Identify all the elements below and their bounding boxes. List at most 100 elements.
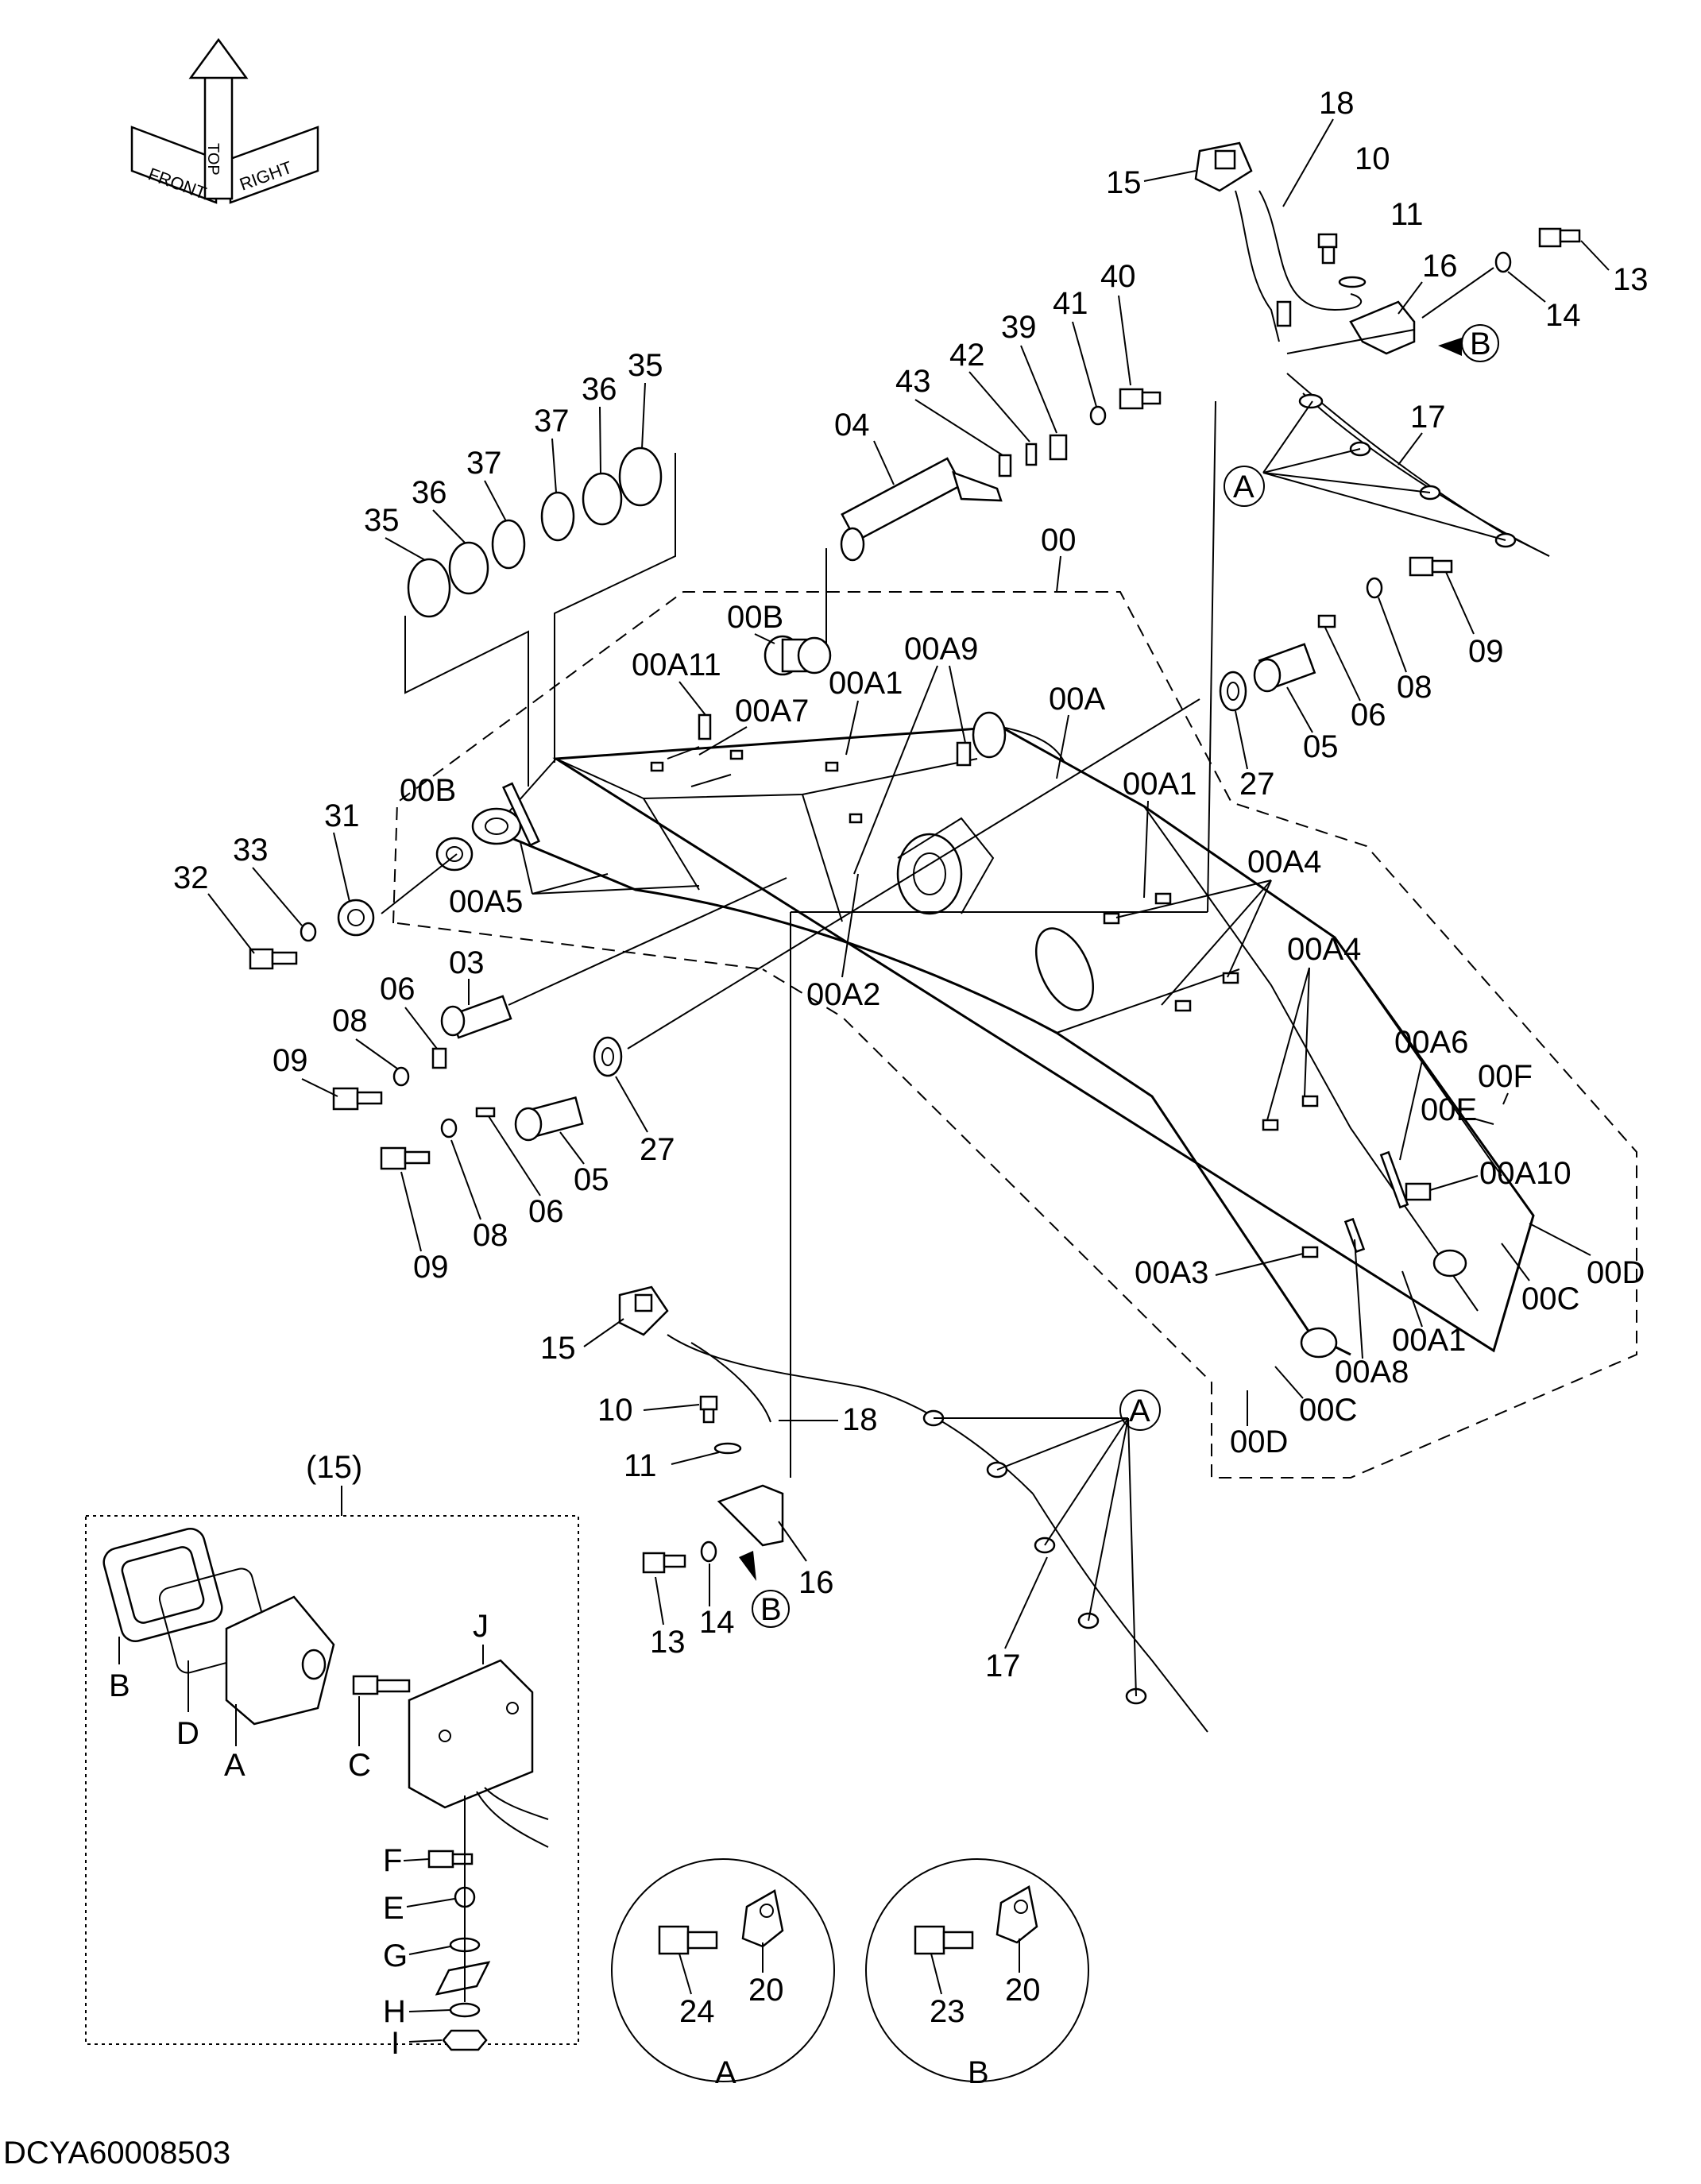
label-a-detail: A [224,1748,245,1783]
top-label: TOP [204,143,222,176]
label-03: 03 [449,945,485,980]
callout-a [611,1858,835,2082]
label-00a8: 00A8 [1335,1355,1409,1390]
left-parts [249,698,1200,1170]
label-00a6: 00A6 [1394,1025,1468,1060]
label-16-lower: 16 [798,1565,834,1600]
label-00a4-b: 00A4 [1287,932,1361,967]
label-13-lower: 13 [650,1625,686,1660]
orientation-arrows-icon: FRONT TOP RIGHT [130,37,319,204]
label-00a5: 00A5 [449,884,523,919]
right-pins [1219,556,1453,712]
label-00a7: 00A7 [735,694,809,729]
label-04: 04 [834,408,870,443]
label-d-detail: D [176,1716,199,1751]
label-e-detail: E [383,1891,404,1926]
label-17: 17 [1410,400,1446,435]
label-14-lower: 14 [699,1605,735,1640]
label-08-left-b: 08 [473,1218,508,1253]
label-20-b: 20 [1005,1973,1041,2008]
label-15-lower: 15 [540,1331,576,1366]
label-36-bot: 36 [412,475,447,510]
label-09-left-b: 09 [413,1250,449,1285]
label-00b-top: 00B [727,600,783,635]
label-13: 13 [1613,262,1649,297]
label-00a4-a: 00A4 [1247,845,1321,879]
label-10-lower: 10 [597,1393,633,1428]
label-00: 00 [1041,523,1077,558]
label-31: 31 [324,798,360,833]
label-b-lower: B [760,1592,782,1627]
label-15: 15 [1106,165,1142,200]
label-00a2: 00A2 [806,977,880,1012]
label-35-top: 35 [628,348,663,383]
label-27-left: 27 [640,1132,675,1167]
label-09-left: 09 [273,1043,308,1078]
part-labels: 18 15 10 11 16 B 13 14 17 A 40 41 39 42 … [109,86,1649,2090]
label-32: 32 [173,860,209,895]
top-pins [404,388,1162,787]
label-00a1-bot: 00A1 [1392,1323,1466,1358]
label-18: 18 [1319,86,1355,121]
top-work-light [1194,141,1581,913]
label-00a3: 00A3 [1135,1255,1208,1290]
label-05-left: 05 [574,1162,609,1197]
label-08-left: 08 [332,1003,368,1038]
label-37-bot: 37 [466,446,502,481]
label-16: 16 [1422,249,1458,284]
label-11: 11 [1390,197,1424,232]
label-00d-bot: 00D [1230,1424,1288,1459]
label-00a-top: 00A [1049,682,1105,717]
label-41: 41 [1053,286,1088,321]
label-00b-left: 00B [400,773,456,808]
detail-15 [85,1486,579,2051]
label-06-left-b: 06 [528,1194,564,1229]
label-10: 10 [1355,141,1390,176]
label-b-detail: B [109,1668,130,1703]
label-17-lower: 17 [985,1649,1021,1683]
label-00c-bot: 00C [1299,1393,1357,1428]
label-05-right: 05 [1303,729,1339,764]
label-33: 33 [233,833,269,868]
lower-work-light [618,911,1208,1733]
label-08-right: 08 [1397,670,1432,705]
label-14: 14 [1545,298,1581,333]
label-a-top: A [1233,470,1254,504]
label-35-bot: 35 [364,503,400,538]
label-00d-right: 00D [1587,1255,1645,1290]
label-09-right: 09 [1468,634,1504,669]
label-00f: 00F [1478,1059,1533,1094]
label-00a11: 00A11 [632,647,721,682]
label-i-detail: I [391,2026,400,2061]
label-42: 42 [949,338,985,373]
label-a-lower: A [1129,1394,1150,1428]
label-37-top: 37 [534,404,570,439]
label-06-right: 06 [1351,698,1386,733]
label-11-lower: 11 [624,1448,657,1483]
label-f-detail: F [383,1843,402,1878]
label-b-top: B [1470,327,1491,361]
label-h-detail: H [383,1994,406,2029]
label-g-detail: G [383,1939,408,1973]
label-00c-right: 00C [1521,1281,1579,1316]
label-23: 23 [930,1994,965,2029]
label-39: 39 [1001,310,1037,345]
label-40: 40 [1100,259,1136,294]
label-b-callout: B [968,2055,989,2090]
label-00a1-top: 00A1 [829,666,903,701]
label-j: J [473,1609,489,1644]
label-36-top: 36 [582,372,617,407]
label-00a9: 00A9 [904,632,978,667]
label-c-detail: C [348,1748,371,1783]
label-00a1-mid: 00A1 [1123,767,1196,802]
label-20-a: 20 [748,1973,784,2008]
label-43: 43 [895,364,931,399]
label-15-detail: (15) [306,1450,362,1485]
label-00e: 00E [1421,1092,1477,1127]
label-18-lower: 18 [842,1402,878,1437]
label-06-left: 06 [380,972,416,1007]
callout-b [865,1858,1089,2082]
label-a-callout: A [715,2055,736,2090]
label-24: 24 [679,1994,715,2029]
